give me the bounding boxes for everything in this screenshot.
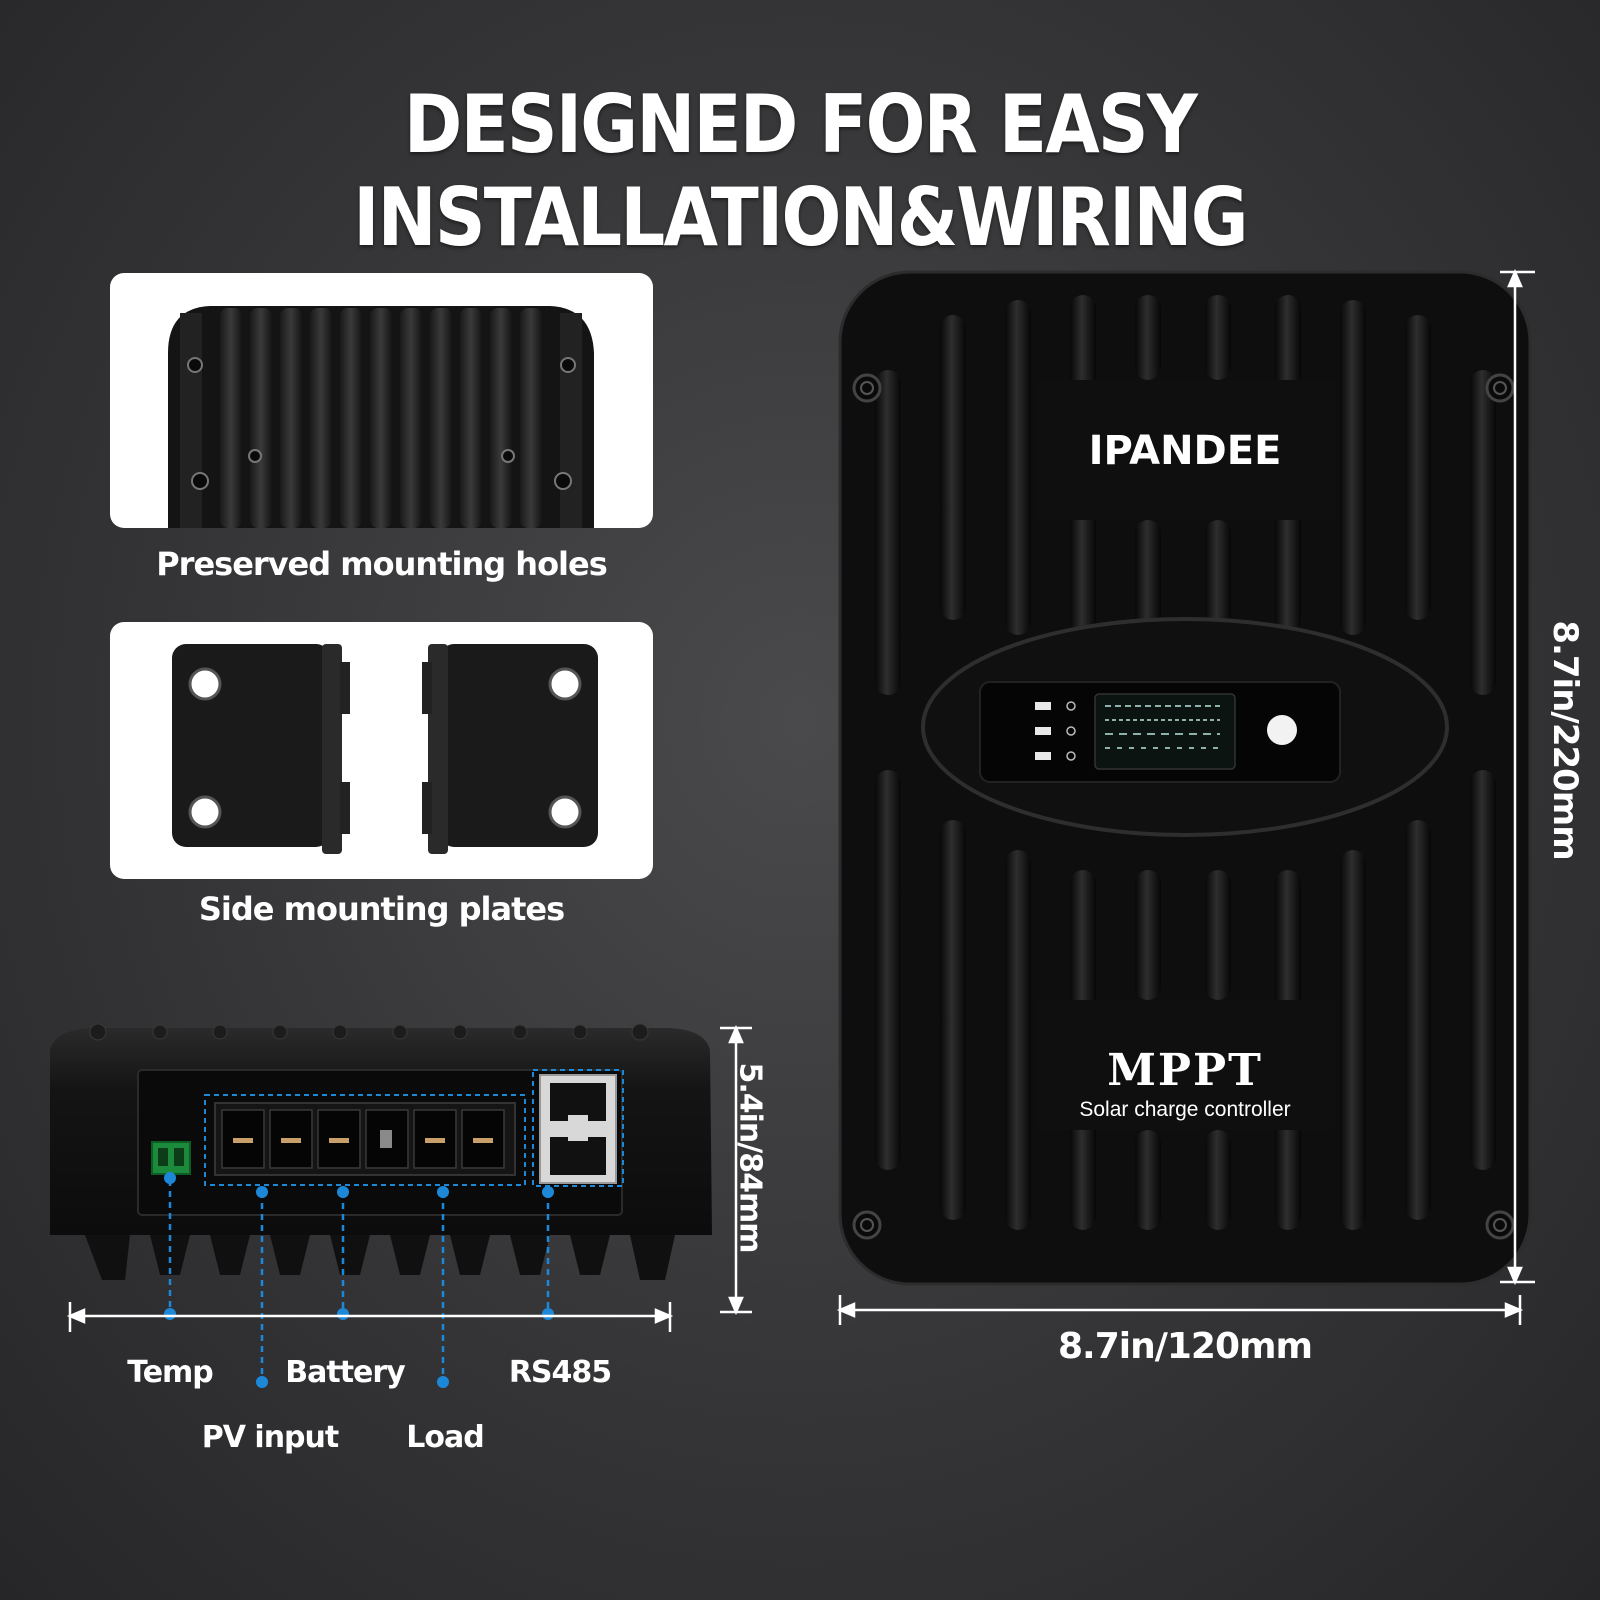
port-label-battery: Battery [285,1355,406,1390]
left-plate [172,644,350,854]
page-title: DESIGNED FOR EASY INSTALLATION&WIRING [353,78,1248,264]
mounting-holes-illustration [168,306,594,528]
port-label-temp: Temp [127,1355,214,1390]
port-label-load: Load [406,1420,484,1455]
brand-logo: IPANDEE [1088,428,1282,474]
mounting-holes-caption: Preserved mounting holes [156,545,608,583]
port-label-pv-input: PV input [201,1420,339,1455]
right-plate [422,644,598,854]
rs485-ports [539,1074,617,1184]
terminal-block [214,1102,516,1176]
port-label-rs485: RS485 [508,1355,612,1390]
controller-front-view [50,1023,752,1388]
device-model: MPPT [1107,1045,1263,1096]
controller-top-view [836,268,1535,1325]
side-plates-image [110,622,653,879]
depth-dimension-label: 5.4in/84mm [732,1062,768,1253]
side-plates-caption: Side mounting plates [198,890,565,928]
device-subtitle: Solar charge controller [1079,1098,1291,1121]
mounting-holes-image [110,273,653,528]
height-dimension-label: 8.7in/220mm [1545,620,1585,860]
side-plates-illustration [172,644,598,854]
width-dimension-label: 8.7in/120mm [1057,1326,1313,1367]
